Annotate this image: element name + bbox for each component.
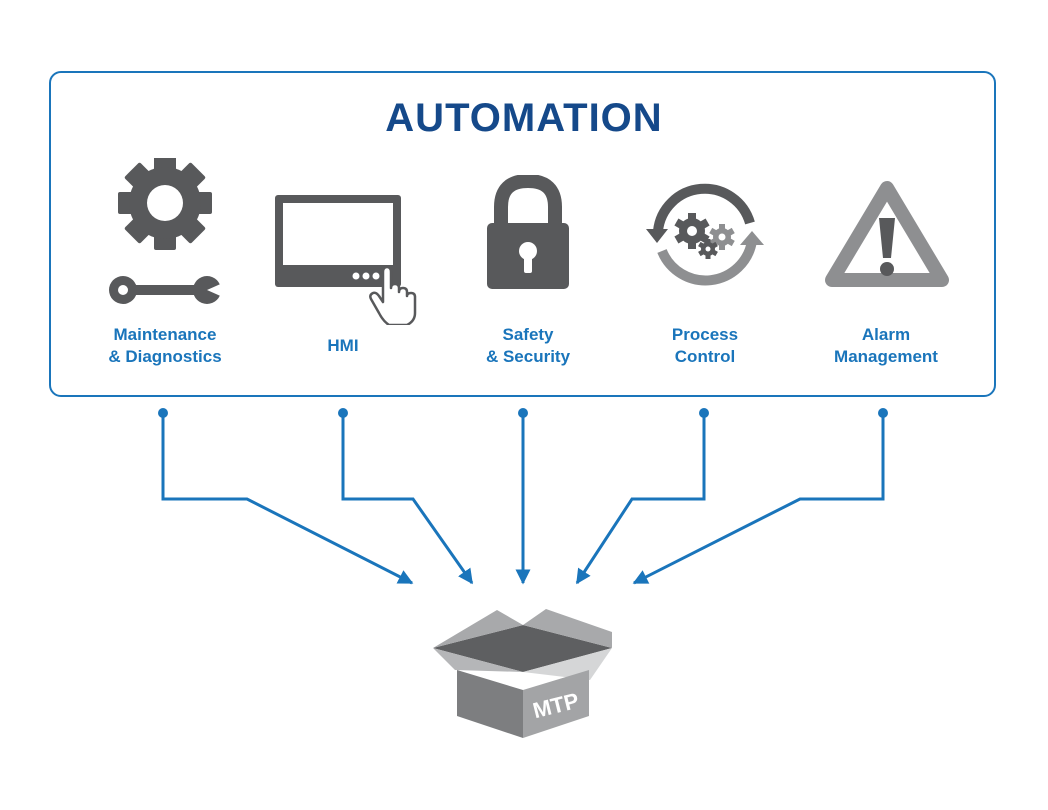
arrow-hmi xyxy=(341,413,474,585)
arrow-alarm xyxy=(632,413,885,585)
arrow-maintenance xyxy=(161,413,414,585)
connector-dot-hmi xyxy=(338,408,348,418)
warning-icon xyxy=(825,181,949,287)
touchscreen-icon xyxy=(275,195,417,325)
label-hmi: HMI xyxy=(327,336,359,355)
connector-dot-process xyxy=(699,408,709,418)
diagram-title: AUTOMATION xyxy=(385,96,663,140)
connector-dot-alarm xyxy=(878,408,888,418)
connector-dot-maintenance xyxy=(158,408,168,418)
label-safety-security: Safety & Security xyxy=(485,325,571,366)
label-maintenance-diagnostics: Maintenance & Diagnostics xyxy=(108,325,222,366)
connector-dot-safety xyxy=(518,408,528,418)
label-process-control: Process Control xyxy=(671,325,739,366)
process-cycle-icon xyxy=(646,183,764,286)
padlock-icon xyxy=(487,175,569,289)
label-alarm-management: Alarm Management xyxy=(834,325,938,366)
arrow-process xyxy=(575,413,706,585)
gear-wrench-icon xyxy=(109,158,225,304)
automation-frame xyxy=(49,71,996,397)
